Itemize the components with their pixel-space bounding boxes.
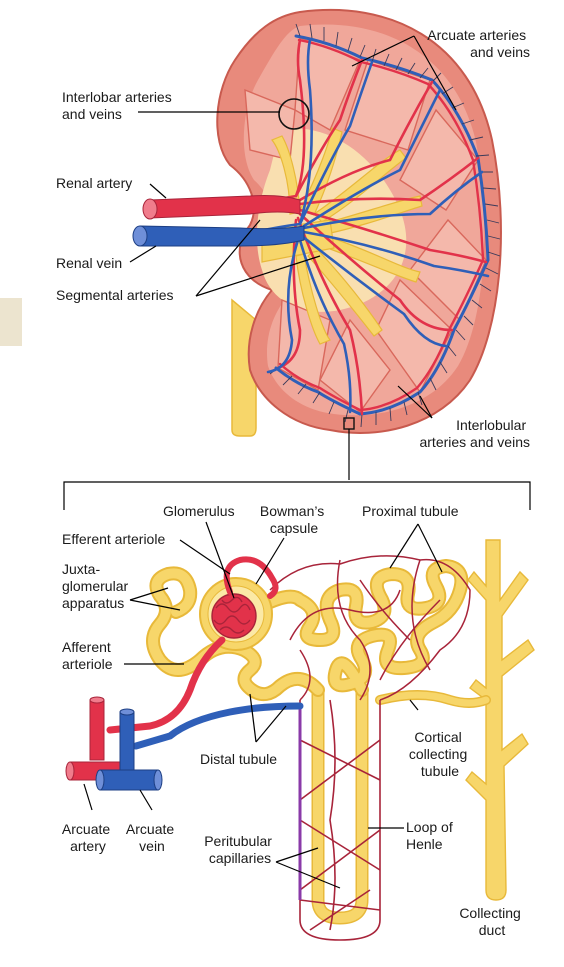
label-renal-vein: Renal vein (56, 255, 122, 271)
label-arcuate-vein: Arcuate vein (126, 821, 178, 854)
label-arcuate-artery: Arcuate artery (62, 821, 114, 854)
label-cortical-collecting-tubule: Cortical collecting tubule (409, 729, 471, 779)
label-arcuate-arteries-veins: Arcuate arteries and veins (427, 27, 530, 60)
peritubular-capillaries (299, 699, 381, 941)
label-distal-tubule: Distal tubule (200, 751, 277, 767)
afferent-arteriole (106, 636, 226, 734)
renal-vein (132, 225, 305, 247)
nephron-leaders (83, 521, 443, 889)
collecting-duct (465, 539, 535, 901)
pyramid (399, 108, 479, 211)
kidney (132, 8, 502, 437)
label-interlobular-arteries-veins: Interlobular arteries and veins (419, 417, 530, 450)
renal-artery (142, 195, 301, 220)
label-collecting-duct: Collecting duct (459, 905, 524, 938)
label-segmental-arteries: Segmental arteries (56, 287, 174, 303)
label-interlobar-arteries-veins: Interlobar arteries and veins (62, 89, 176, 122)
label-peritubular-capillaries: Peritubular capillaries (204, 833, 276, 866)
page-edge-tab (0, 298, 22, 346)
label-proximal-tubule: Proximal tubule (362, 503, 459, 519)
label-glomerulus: Glomerulus (163, 503, 235, 519)
label-afferent-arteriole: Afferent arteriole (62, 639, 115, 672)
interlobar-highlight-circle (278, 98, 310, 130)
arcuate-vein-vessel (95, 708, 163, 791)
interlobar-arteries (238, 38, 488, 416)
interlobular-vessels (269, 23, 501, 428)
label-juxtaglomerular-apparatus: Juxta- glomerular apparatus (62, 561, 132, 611)
pyramid (319, 318, 391, 414)
kidney-leaders (63, 35, 531, 510)
pyramid (344, 59, 431, 151)
efferent-arteriole (223, 556, 279, 599)
loop-of-henle (311, 690, 369, 925)
label-renal-artery: Renal artery (56, 175, 132, 191)
label-bowmans-capsule: Bowman’s capsule (260, 503, 328, 536)
peritubular-vein (132, 702, 304, 750)
glomerulus (211, 593, 257, 639)
cortical-capillaries (269, 555, 471, 701)
calyces (261, 127, 423, 345)
nephron (65, 539, 535, 941)
label-efferent-arteriole: Efferent arteriole (62, 531, 165, 547)
label-loop-of-henle: Loop of Henle (406, 819, 457, 852)
